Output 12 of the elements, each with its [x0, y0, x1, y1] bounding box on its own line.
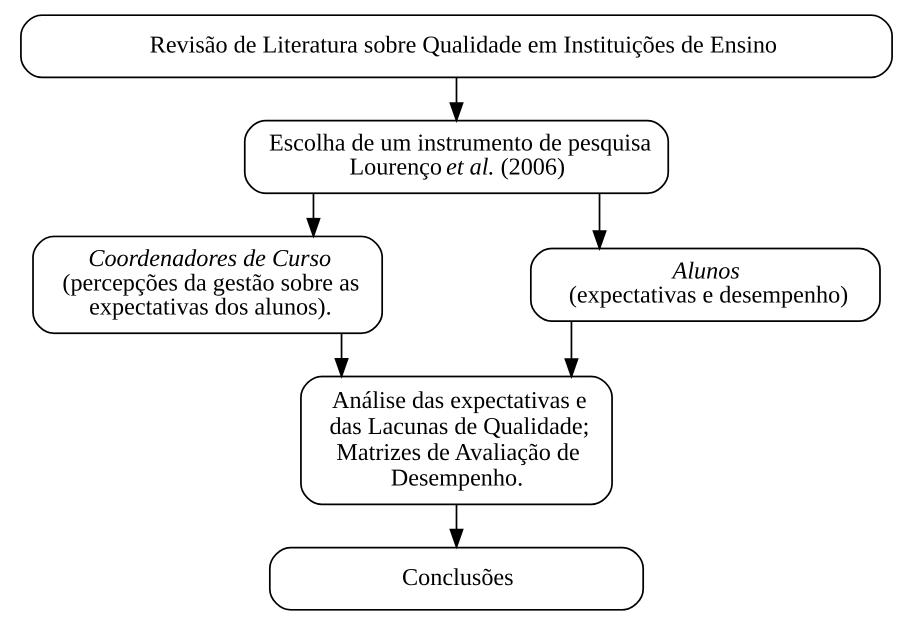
arrow [306, 193, 320, 239]
arrow [334, 334, 348, 379]
arrow [448, 504, 464, 550]
node-box: Escolha de um instrumento de pesquisa Lourenço et al. (2006) [243, 120, 669, 194]
arrow [448, 78, 464, 123]
arrow [564, 322, 578, 380]
node-box: Coordenadores de Curso (percepções da gestão sobre as expectativas dos alunos). [32, 236, 383, 334]
node-box: Conclusões [268, 546, 644, 611]
node-box: Alunos (expectativas e desempenho) [529, 248, 880, 322]
node-box: Análise das expectativas e das Lacunas de Qualidade; Matrizes de Avaliação de Desempenho. [300, 376, 612, 506]
node-box: Revisão de Literatura sobre Qualidade em Instituições de Ensino [20, 14, 892, 78]
arrow [592, 193, 606, 252]
